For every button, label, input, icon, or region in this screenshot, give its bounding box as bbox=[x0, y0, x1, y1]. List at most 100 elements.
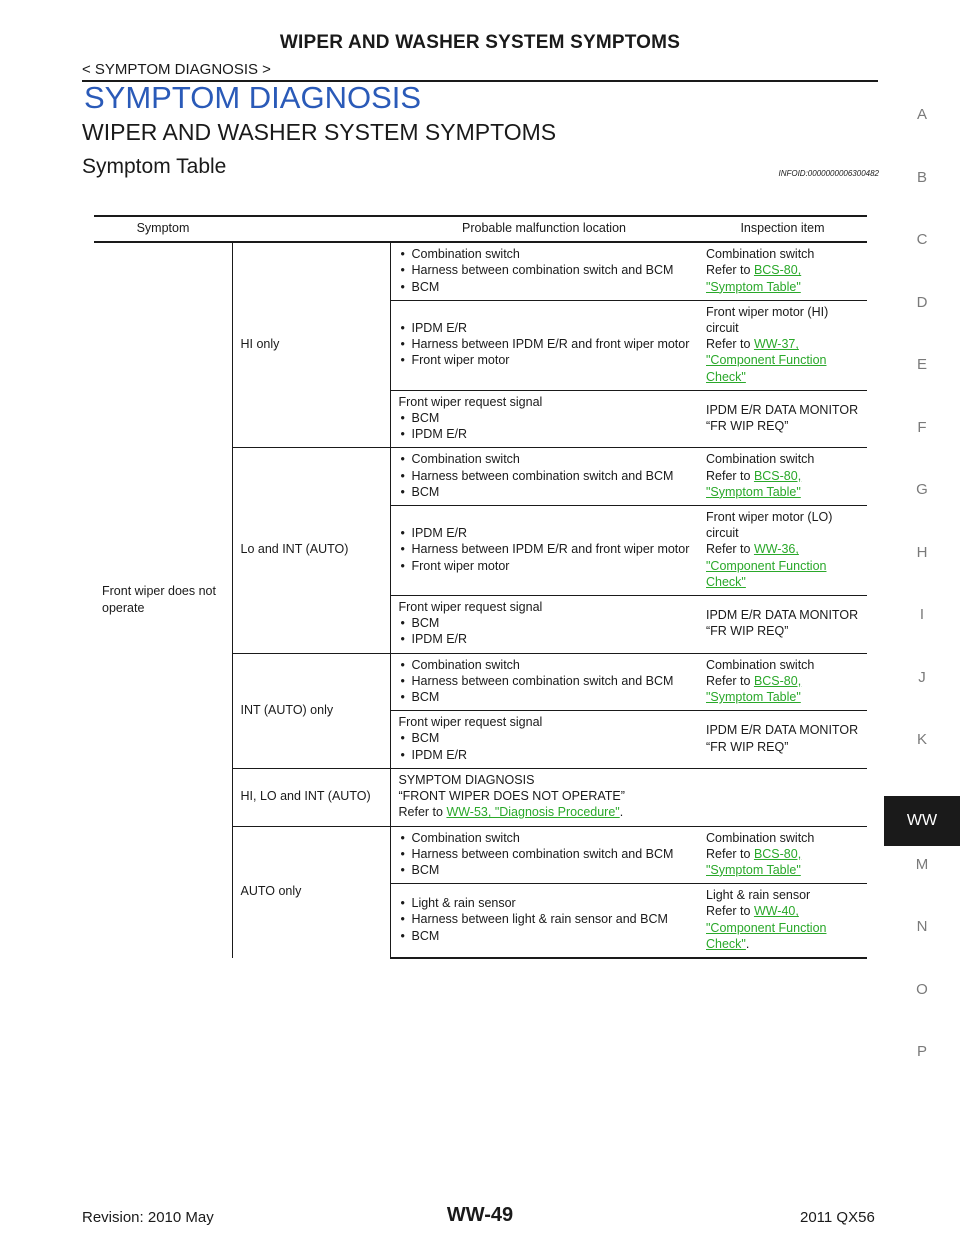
condition-cell: HI, LO and INT (AUTO) bbox=[231, 767, 390, 826]
table-row: INT (AUTO) onlyCombination switchHarness… bbox=[94, 652, 867, 769]
inspection-line: Combination switch bbox=[706, 247, 815, 262]
list-item: Light & rain sensor bbox=[399, 895, 691, 911]
list-item: Front wiper motor bbox=[399, 558, 691, 574]
refer-line: Refer to BCS-80, "Symptom Table" bbox=[706, 846, 859, 878]
table-row: Light & rain sensorHarness between light… bbox=[94, 883, 867, 959]
section-tab-o[interactable]: O bbox=[916, 980, 928, 998]
location-cell: Front wiper request signalBCMIPDM E/R bbox=[389, 389, 698, 448]
list-item: BCM bbox=[399, 730, 691, 746]
refer-prefix: Refer to bbox=[706, 468, 754, 483]
page-header-section: < SYMPTOM DIAGNOSIS > bbox=[82, 61, 271, 78]
list-item: Harness between combination switch and B… bbox=[399, 468, 691, 484]
refer-line: Refer to WW-37, "Component Function Chec… bbox=[706, 336, 859, 385]
section-tab-p[interactable]: P bbox=[916, 1043, 927, 1060]
section-tab-c[interactable]: C bbox=[916, 231, 928, 248]
section-tab-d[interactable]: D bbox=[916, 293, 928, 311]
location-list: Combination switchHarness between combin… bbox=[399, 246, 691, 295]
list-item: Front wiper motor bbox=[399, 352, 691, 368]
list-item: Harness between IPDM E/R and front wiper… bbox=[399, 336, 691, 352]
cross-reference-link[interactable]: BCS-80, "Symptom Table" bbox=[706, 263, 802, 294]
section-tab-m[interactable]: M bbox=[915, 855, 929, 873]
list-item: IPDM E/R bbox=[399, 426, 691, 442]
cross-reference-link[interactable]: WW-36, "Component Function Check" bbox=[706, 542, 827, 589]
location-list: IPDM E/RHarness between IPDM E/R and fro… bbox=[399, 320, 691, 369]
list-item: BCM bbox=[399, 689, 691, 705]
location-lead: Front wiper request signal bbox=[398, 600, 543, 615]
cross-reference-link[interactable]: BCS-80, "Symptom Table" bbox=[706, 846, 802, 877]
refer-prefix: Refer to bbox=[706, 542, 754, 557]
location-list: Light & rain sensorHarness between light… bbox=[399, 895, 691, 944]
section-tab-a[interactable]: A bbox=[916, 106, 927, 123]
section-tab-n[interactable]: N bbox=[916, 918, 928, 935]
location-cell: Combination switchHarness between combin… bbox=[389, 447, 698, 506]
refer-prefix: Refer to bbox=[706, 904, 754, 919]
section-tab-j[interactable]: J bbox=[918, 668, 926, 686]
list-item: BCM bbox=[399, 615, 691, 631]
list-item: BCM bbox=[399, 484, 691, 500]
inspection-line: IPDM E/R DATA MONITOR bbox=[706, 723, 859, 738]
condition-cell: AUTO only bbox=[231, 825, 390, 958]
section-heading: SYMPTOM DIAGNOSIS bbox=[84, 80, 422, 115]
list-item: BCM bbox=[399, 862, 691, 878]
cross-reference-link[interactable]: BCS-80, "Symptom Table" bbox=[706, 468, 802, 499]
cross-reference-link[interactable]: WW-53, "Diagnosis Procedure" bbox=[446, 805, 620, 820]
location-cell: Front wiper request signalBCMIPDM E/R bbox=[389, 710, 698, 769]
location-lead: Front wiper request signal bbox=[398, 394, 543, 409]
location-cell: Combination switchHarness between combin… bbox=[389, 241, 698, 301]
list-item: BCM bbox=[399, 410, 691, 426]
subsection-heading: WIPER AND WASHER SYSTEM SYMPTOMS bbox=[82, 119, 557, 145]
section-tab-i[interactable]: I bbox=[919, 606, 925, 623]
header-inspection: Inspection item bbox=[698, 214, 867, 244]
inspection-line: “FR WIP REQ” bbox=[706, 624, 789, 639]
section-tab-ww[interactable]: WW bbox=[884, 795, 960, 846]
footer-model: 2011 QX56 bbox=[800, 1209, 875, 1226]
location-cell: Combination switchHarness between combin… bbox=[389, 825, 698, 884]
inspection-line: Combination switch bbox=[706, 657, 815, 672]
cross-reference-link[interactable]: WW-37, "Component Function Check" bbox=[706, 337, 827, 384]
list-item: Harness between combination switch and B… bbox=[399, 846, 691, 862]
inspection-line: Light & rain sensor bbox=[706, 888, 811, 903]
table-row: IPDM E/RHarness between IPDM E/R and fro… bbox=[94, 299, 867, 391]
section-tab-k[interactable]: K bbox=[916, 731, 927, 748]
inspection-line: “FRONT WIPER DOES NOT OPERATE” bbox=[398, 789, 625, 804]
location-list: Combination switchHarness between combin… bbox=[399, 830, 691, 879]
page-number: WW-49 bbox=[446, 1204, 514, 1226]
inspection-line: IPDM E/R DATA MONITOR bbox=[706, 608, 859, 623]
cross-reference-link[interactable]: WW-40, "Component Function Check" bbox=[706, 904, 827, 951]
inspection-line: Front wiper motor (HI) circuit bbox=[706, 304, 829, 336]
list-item: Combination switch bbox=[399, 451, 691, 467]
section-tab-g[interactable]: G bbox=[916, 481, 928, 498]
location-cell: IPDM E/RHarness between IPDM E/R and fro… bbox=[389, 505, 698, 596]
list-item: Harness between light & rain sensor and … bbox=[399, 911, 691, 927]
section-tab-b[interactable]: B bbox=[916, 168, 927, 186]
list-item: Combination switch bbox=[399, 830, 691, 846]
table-row: HI, LO and INT (AUTO)SYMPTOM DIAGNOSIS“F… bbox=[94, 767, 867, 826]
section-tab-f[interactable]: F bbox=[917, 418, 927, 436]
section-tab-e[interactable]: E bbox=[916, 356, 927, 373]
footer-revision: Revision: 2010 May bbox=[82, 1209, 214, 1226]
section-tab-h[interactable]: H bbox=[916, 543, 928, 561]
condition-cell: HI only bbox=[231, 241, 390, 448]
header-symptom: Symptom bbox=[94, 214, 232, 244]
cross-reference-link[interactable]: BCS-80, "Symptom Table" bbox=[706, 673, 802, 705]
refer-line: Refer to WW-40, "Component Function Chec… bbox=[706, 903, 859, 952]
list-item: Harness between IPDM E/R and front wiper… bbox=[399, 541, 691, 557]
list-item: IPDM E/R bbox=[399, 631, 691, 647]
inspection-cell: IPDM E/R DATA MONITOR“FR WIP REQ” bbox=[698, 595, 867, 654]
condition-cell: INT (AUTO) only bbox=[231, 652, 390, 769]
list-item: Combination switch bbox=[399, 657, 691, 673]
merged-inspection-cell: SYMPTOM DIAGNOSIS“FRONT WIPER DOES NOT O… bbox=[389, 767, 867, 826]
table-row: Lo and INT (AUTO)Combination switchHarne… bbox=[94, 447, 867, 654]
table-row: AUTO onlyCombination switchHarness betwe… bbox=[94, 825, 867, 958]
location-list: BCMIPDM E/R bbox=[399, 615, 691, 648]
condition-cell: Lo and INT (AUTO) bbox=[231, 447, 390, 654]
location-list: BCMIPDM E/R bbox=[399, 730, 691, 763]
refer-line: Refer to WW-36, "Component Function Chec… bbox=[706, 541, 859, 590]
location-cell: Front wiper request signalBCMIPDM E/R bbox=[389, 595, 698, 654]
table-heading: Symptom Table bbox=[82, 155, 227, 178]
location-list: Combination switchHarness between combin… bbox=[399, 657, 691, 706]
refer-suffix: . bbox=[619, 805, 624, 820]
